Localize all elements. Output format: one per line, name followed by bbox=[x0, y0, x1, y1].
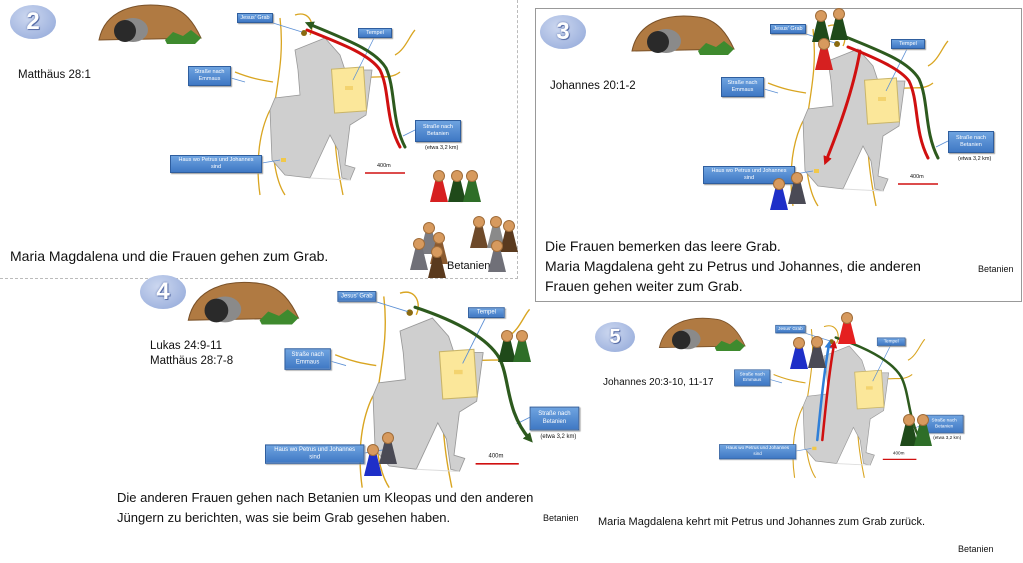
map-graphic bbox=[631, 15, 949, 207]
map-graphic bbox=[187, 281, 533, 488]
house-icon bbox=[812, 446, 817, 451]
panel-5-bethany-label: Betanien bbox=[958, 544, 994, 554]
person-figure-icon bbox=[790, 337, 808, 369]
panel-3-bethany-label: Betanien bbox=[978, 264, 1014, 274]
person-figure-icon bbox=[430, 170, 448, 202]
label-jesus-grave: Jesus' Grab bbox=[337, 291, 377, 302]
label-jesus-grave: Jesus' Grab bbox=[237, 13, 273, 23]
panel-3-caption-line-3: Frauen gehen weiter zum Grab. bbox=[545, 278, 743, 294]
tomb-hill-icon bbox=[98, 4, 202, 44]
label-road-emmaus: Straße nach Emmaus bbox=[734, 369, 771, 387]
person-figure-icon bbox=[770, 178, 788, 210]
panel-4-caption-line-1: Die anderen Frauen gehen nach Betanien u… bbox=[117, 490, 534, 505]
person-figure-icon bbox=[470, 216, 488, 248]
label-road-emmaus: Straße nach Emmaus bbox=[721, 77, 764, 97]
route-2 bbox=[823, 49, 862, 166]
label-road-bethany: Straße nach Betanien bbox=[924, 414, 964, 434]
person-figure-icon bbox=[410, 238, 428, 270]
tomb-hill-icon bbox=[631, 15, 735, 55]
panel-4-number-badge: 4 bbox=[140, 275, 186, 309]
panel-3-map: Jesus' Grab Tempel Straße nach Emmaus St… bbox=[628, 11, 1023, 211]
person-figure-icon bbox=[914, 414, 932, 446]
person-figure-icon bbox=[448, 170, 466, 202]
label-scale: 400m bbox=[910, 174, 924, 180]
map-graphic bbox=[98, 4, 416, 196]
label-road-bethany: Straße nach Betanien bbox=[948, 131, 994, 153]
label-temple: Tempel bbox=[468, 307, 505, 319]
person-figure-icon bbox=[428, 246, 446, 278]
label-scale: 400m bbox=[377, 163, 391, 169]
person-figure-icon bbox=[812, 10, 830, 42]
panel-4-reference-1: Lukas 24:9-11 bbox=[150, 340, 223, 352]
panel-3-caption-line-2: Maria Magdalena geht zu Petrus und Johan… bbox=[545, 258, 921, 274]
panel-2-frame bbox=[0, 0, 518, 279]
panel-5-reference: Johannes 20:3-10, 11-17 bbox=[603, 377, 714, 388]
person-figure-icon bbox=[463, 170, 481, 202]
panel-3-frame bbox=[535, 8, 1022, 302]
panel-2-bethany-label: Betanien bbox=[447, 260, 491, 272]
panel-4-map: Jesus' Grab Tempel Straße nach Emmaus St… bbox=[184, 277, 648, 493]
panel-2-reference: Matthäus 28:1 bbox=[18, 69, 91, 81]
route-1 bbox=[844, 35, 940, 160]
label-road-bethany: Straße nach Betanien bbox=[415, 120, 461, 142]
route-1 bbox=[821, 340, 838, 442]
person-figure-icon bbox=[788, 172, 806, 204]
panel-3-reference: Johannes 20:1-2 bbox=[550, 80, 636, 92]
route-0 bbox=[816, 340, 833, 442]
grave-marker-icon bbox=[406, 309, 413, 316]
person-figure-icon bbox=[488, 240, 506, 272]
label-road-emmaus: Straße nach Emmaus bbox=[284, 348, 331, 370]
map-graphic bbox=[658, 317, 926, 479]
label-scale: 400m bbox=[488, 453, 504, 460]
label-temple: Tempel bbox=[891, 39, 925, 49]
person-figure-icon bbox=[364, 444, 382, 476]
route-1 bbox=[304, 21, 407, 149]
panel-3-number-badge: 3 bbox=[540, 15, 586, 49]
person-figure-icon bbox=[838, 312, 856, 344]
person-figure-icon bbox=[900, 414, 918, 446]
house-icon bbox=[281, 158, 286, 162]
panel-2-caption: Maria Magdalena und die Frauen gehen zum… bbox=[10, 248, 329, 264]
person-figure-icon bbox=[830, 8, 848, 40]
label-temple: Tempel bbox=[358, 28, 392, 38]
person-figure-icon bbox=[808, 336, 826, 368]
panel-4-reference-2: Matthäus 28:7-8 bbox=[150, 355, 234, 367]
grave-marker-icon bbox=[301, 30, 307, 36]
route-0 bbox=[846, 45, 930, 160]
label-distance: (etwa 3,2 km) bbox=[958, 156, 992, 162]
person-figure-icon bbox=[379, 432, 397, 464]
house-icon bbox=[814, 169, 819, 173]
panel-2-map: Jesus' Grab Tempel Straße nach Emmaus St… bbox=[95, 0, 525, 200]
label-house: Haus wo Petrus und Johannes sind bbox=[265, 444, 365, 464]
person-figure-icon bbox=[500, 220, 518, 252]
person-figure-icon bbox=[815, 38, 833, 70]
label-road-emmaus: Straße nach Emmaus bbox=[188, 66, 231, 86]
label-house: Haus wo Petrus und Johannes sind bbox=[719, 444, 797, 460]
label-distance: (etwa 3,2 km) bbox=[540, 433, 577, 441]
route-0 bbox=[305, 28, 402, 149]
panel-5-map: Jesus' Grab Tempel Straße nach Emmaus St… bbox=[656, 314, 1017, 482]
label-distance: (etwa 3,2 km) bbox=[933, 435, 962, 441]
panel-3-caption-line-1: Die Frauen bemerken das leere Grab. bbox=[545, 238, 781, 254]
panel-4-bethany-label: Betanien bbox=[543, 513, 579, 523]
label-scale: 400m bbox=[892, 450, 905, 456]
panel-4-caption-line-2: Jüngern zu berichten, was sie beim Grab … bbox=[117, 510, 451, 525]
panel-2-number-badge: 2 bbox=[10, 5, 56, 39]
panel-5-number-badge: 5 bbox=[595, 322, 635, 352]
person-figure-icon bbox=[513, 330, 531, 362]
label-road-bethany: Straße nach Betanien bbox=[529, 406, 580, 431]
panel-5-caption: Maria Magdalena kehrt mit Petrus und Joh… bbox=[598, 516, 926, 528]
tomb-hill-icon bbox=[658, 317, 746, 351]
label-distance: (etwa 3,2 km) bbox=[425, 145, 459, 151]
temple-icon bbox=[854, 369, 885, 410]
label-house: Haus wo Petrus und Johannes sind bbox=[703, 166, 795, 184]
person-figure-icon bbox=[498, 330, 516, 362]
label-temple: Tempel bbox=[876, 337, 906, 346]
label-jesus-grave: Jesus' Grab bbox=[770, 24, 806, 34]
tomb-hill-icon bbox=[187, 281, 300, 325]
label-jesus-grave: Jesus' Grab bbox=[775, 324, 806, 334]
label-house: Haus wo Petrus und Johannes sind bbox=[170, 155, 262, 173]
grave-marker-icon bbox=[834, 41, 840, 47]
